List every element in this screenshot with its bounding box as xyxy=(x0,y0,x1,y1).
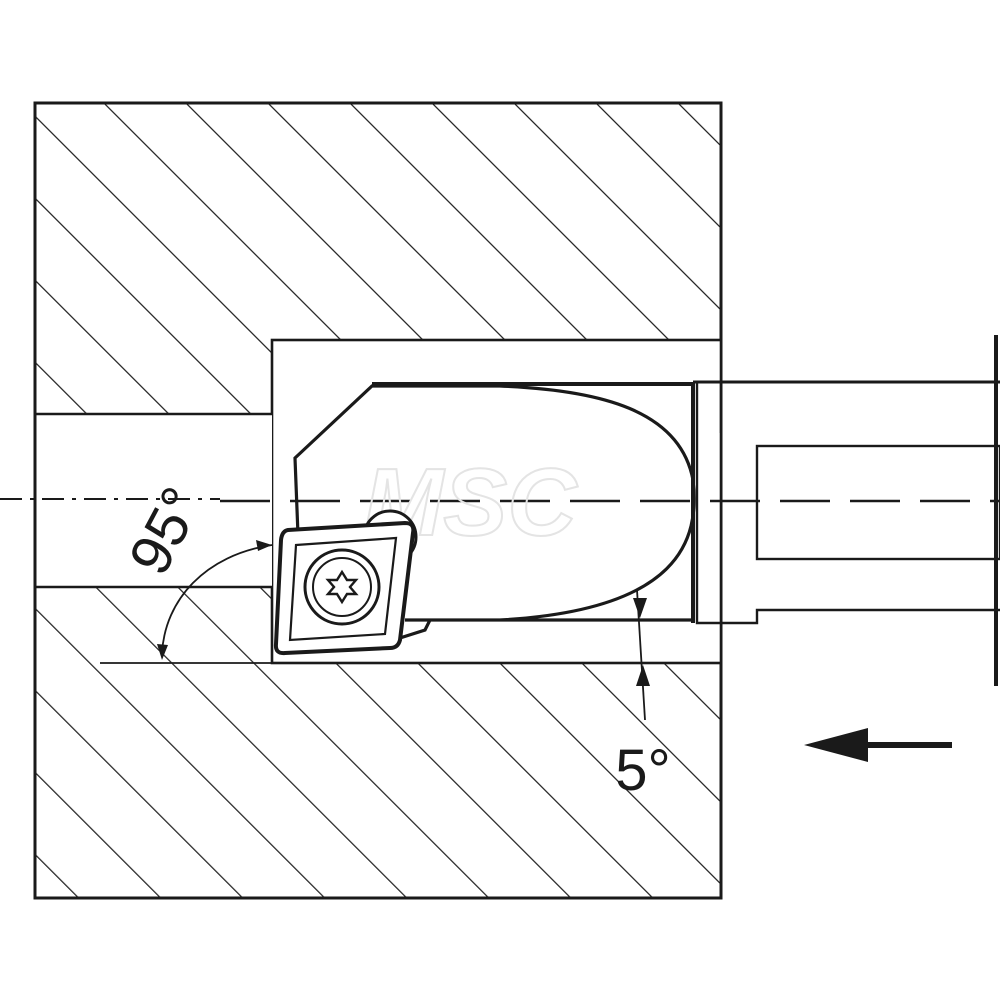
tool-head-outline xyxy=(293,384,696,640)
clearance-angle-label: 5° xyxy=(615,738,670,803)
centerline xyxy=(0,498,1000,503)
workpiece-hatch xyxy=(35,103,721,898)
clearance-angle-dimension: 5° xyxy=(615,589,671,803)
feed-direction-arrow-icon xyxy=(804,728,952,762)
shank-flat xyxy=(755,444,1000,561)
workpiece-outline xyxy=(33,101,723,900)
boring-bar-shank xyxy=(691,335,1000,686)
cutting-insert xyxy=(273,509,418,656)
tool-head xyxy=(293,382,696,640)
